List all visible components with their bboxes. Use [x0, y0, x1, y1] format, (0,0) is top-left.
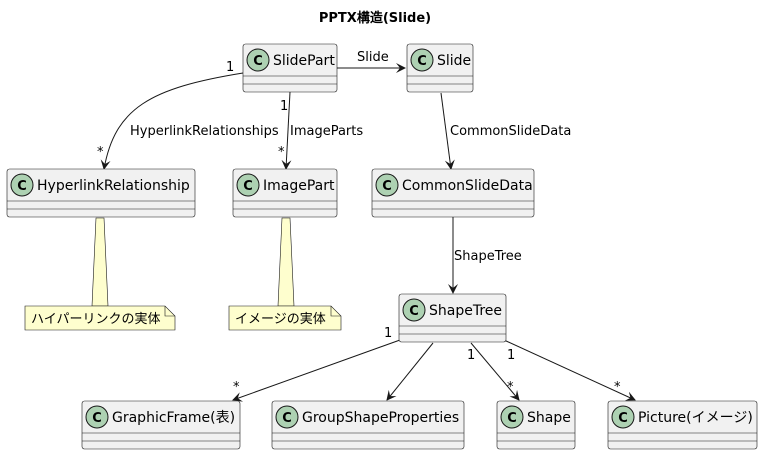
class-name: ShapeTree	[429, 303, 502, 319]
class-slide-part: C SlidePart	[242, 43, 338, 93]
note-hyperlink	[24, 305, 176, 331]
mult-shapetree-graphicframe: 1	[384, 326, 392, 341]
edge-label-image-parts: ImageParts	[290, 124, 363, 139]
svg-text:C: C	[417, 54, 427, 69]
class-name: CommonSlideData	[402, 178, 533, 194]
class-image-part: C ImagePart	[232, 168, 338, 218]
mult-graphicframe-many: *	[233, 380, 240, 395]
svg-text:C: C	[253, 54, 263, 69]
edge-slidepart-hyperlink	[100, 72, 244, 170]
edge-slidepart-imagepart	[281, 91, 292, 170]
class-common-slide-data: C CommonSlideData	[371, 168, 535, 218]
class-shape-tree: C ShapeTree	[398, 293, 507, 343]
svg-text:C: C	[409, 304, 419, 319]
class-icon	[246, 48, 270, 72]
edge-shapetree-picture	[503, 339, 636, 401]
note-image-text: イメージの実体	[235, 311, 326, 327]
class-name: Slide	[437, 53, 471, 69]
class-icon	[410, 48, 434, 72]
svg-text:C: C	[282, 411, 292, 426]
class-slide: C Slide	[406, 43, 474, 93]
class-icon	[500, 405, 524, 429]
svg-text:C: C	[618, 411, 628, 426]
class-name: Picture(イメージ)	[638, 410, 753, 426]
class-icon	[611, 405, 635, 429]
svg-text:C: C	[507, 411, 517, 426]
note-image-fold	[330, 306, 341, 317]
svg-text:C: C	[92, 411, 102, 426]
class-name: Shape	[527, 410, 571, 426]
note-image	[228, 305, 342, 331]
mult-shape-many: *	[507, 380, 514, 395]
edge-label-common-slide-data: CommonSlideData	[450, 124, 571, 139]
mult-hyperlink-many: *	[97, 145, 104, 160]
edge-shapetree-shape	[470, 342, 520, 401]
mult-slidepart-imagepart: 1	[280, 99, 288, 114]
note-hyperlink-text: ハイパーリンクの実体	[31, 311, 160, 327]
edge-label-slide: Slide	[357, 50, 389, 65]
edge-label-shape-tree: ShapeTree	[454, 249, 522, 264]
mult-imagepart-many: *	[278, 145, 285, 160]
class-group-shape-properties: C GroupShapeProperties	[271, 400, 465, 450]
class-icon	[85, 405, 109, 429]
class-icon	[375, 173, 399, 197]
class-name: ImagePart	[263, 178, 335, 194]
class-name: HyperlinkRelationship	[37, 178, 190, 194]
mult-picture-many: *	[614, 380, 621, 395]
svg-text:C: C	[382, 179, 392, 194]
svg-text:C: C	[17, 179, 27, 194]
class-graphic-frame: C GraphicFrame(表)	[81, 400, 241, 450]
class-picture: C Picture(イメージ)	[607, 400, 758, 450]
mult-slidepart-hyperlink: 1	[226, 60, 234, 75]
class-icon	[275, 405, 299, 429]
note-connector-hyperlink	[91, 217, 109, 307]
diagram-title: PPTX構造(Slide)	[319, 10, 431, 26]
class-icon	[402, 298, 426, 322]
edge-shapetree-groupshapeproperties	[386, 342, 434, 401]
mult-shapetree-picture: 1	[507, 348, 515, 363]
note-hyperlink-fold	[164, 306, 175, 317]
edge-label-hyperlink-relationships: HyperlinkRelationships	[130, 124, 279, 139]
class-icon	[236, 173, 260, 197]
mult-shapetree-shape: 1	[467, 348, 475, 363]
class-icon	[10, 173, 34, 197]
edge-slide-commonslidedata	[440, 92, 455, 170]
class-shape: C Shape	[496, 400, 576, 450]
svg-text:C: C	[243, 179, 253, 194]
class-hyperlink-relationship: C HyperlinkRelationship	[6, 168, 196, 218]
class-name: GraphicFrame(表)	[112, 410, 235, 426]
note-connector-image	[277, 217, 295, 307]
edge-shapetree-graphicframe	[232, 339, 401, 402]
class-name: GroupShapeProperties	[302, 410, 459, 426]
class-name: SlidePart	[273, 53, 335, 69]
